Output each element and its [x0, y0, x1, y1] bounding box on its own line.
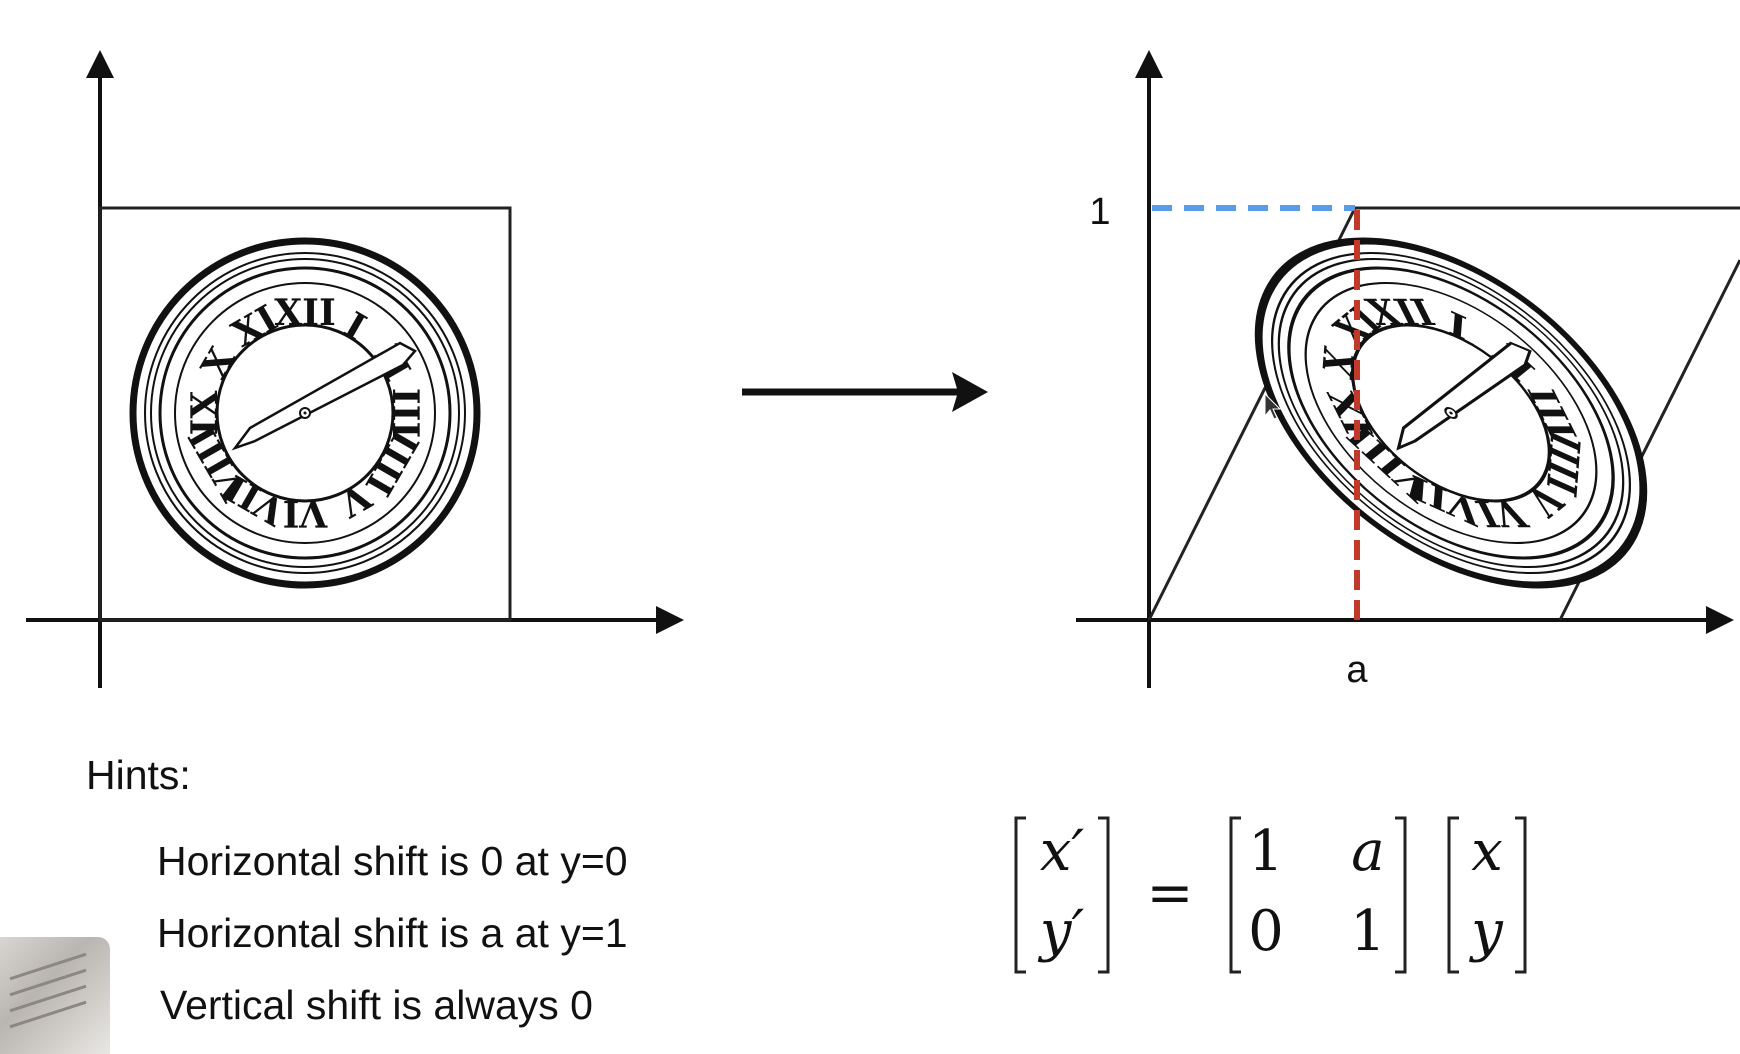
right-arrow-icon	[952, 372, 988, 412]
lhs-right-bracket	[1098, 816, 1110, 974]
right-y-axis-arrowhead-icon	[1135, 50, 1163, 78]
left-clock-numeral-9: IX	[184, 391, 226, 436]
left-clock-numeral-3: III	[384, 388, 426, 439]
matrix-right-bracket	[1395, 816, 1407, 974]
left-clock-numeral-band-outer	[174, 282, 436, 544]
x-tick-label-a: a	[1346, 649, 1368, 691]
right-clock-clock-hand	[1396, 341, 1532, 451]
hints-title: Hints:	[86, 752, 191, 798]
lhs-left-bracket	[1014, 816, 1026, 974]
rhs-x: x	[1471, 819, 1503, 884]
left-x-axis-arrowhead-icon	[656, 606, 684, 634]
left-clock-numeral-12: XII	[274, 292, 336, 334]
left-clock-ring-3	[150, 258, 460, 568]
rhs-right-bracket	[1515, 816, 1527, 974]
matrix-cell-r1c1: 1	[1248, 819, 1284, 884]
left-clock-hub-pin	[303, 411, 307, 415]
right-clock-numeral-band-outer	[1304, 282, 1598, 544]
clock-sheared: XIIIIIIIIIIIIVVIVIIVIIIIXXXI	[1254, 237, 1648, 589]
clock-original: XIIIIIIIIIIIIVVIVIIVIIIIXXXI	[129, 237, 481, 589]
matrix-cell-r2c2: 1	[1350, 899, 1386, 964]
unit-square	[98, 206, 512, 622]
equals-sign: =	[1147, 861, 1194, 926]
right-clock-hub-pin	[1449, 411, 1453, 415]
presenter-webcam-thumbnail	[0, 937, 110, 1054]
lhs-x-prime: x′	[1040, 819, 1085, 884]
y-tick-label-1: 1	[1089, 191, 1110, 233]
mouse-pointer-icon	[1264, 392, 1282, 420]
transform-arrow	[742, 372, 988, 412]
right-clock-ring-2	[1270, 252, 1632, 574]
right-clock-ring-4	[1287, 266, 1615, 560]
shear-matrix-equation: x′ y′ = 1 a 0 1 x y	[1014, 816, 1527, 974]
left-clock-numeral-6: VI	[283, 492, 329, 534]
rhs-y: y	[1468, 899, 1504, 964]
hint-item-2: Horizontal shift is a at y=1	[157, 910, 628, 956]
right-clock-ring-3	[1277, 258, 1625, 568]
matrix-cell-r1c2: a	[1351, 819, 1384, 884]
left-clock-ring-2	[144, 252, 466, 574]
left-clock-ring-4	[158, 266, 452, 560]
matrix-left-bracket	[1229, 816, 1241, 974]
lhs-y-prime: y′	[1037, 899, 1085, 964]
left-clock-clock-hand	[231, 341, 417, 451]
right-panel-sheared: XIIIIIIIIIIIIVVIVIIVIIIIXXXI 1 a	[1076, 50, 1740, 691]
hint-item-1: Horizontal shift is 0 at y=0	[157, 838, 628, 884]
left-panel-original: XIIIIIIIIIIIIVVIVIIVIIIIXXXI	[26, 50, 684, 688]
matrix-cell-r2c1: 0	[1248, 899, 1284, 964]
hint-item-3: Vertical shift is always 0	[160, 982, 593, 1028]
left-y-axis-arrowhead-icon	[86, 50, 114, 78]
rhs-left-bracket	[1447, 816, 1459, 974]
right-x-axis-arrowhead-icon	[1706, 606, 1734, 634]
right-clock-numeral-1: I	[1447, 304, 1469, 349]
